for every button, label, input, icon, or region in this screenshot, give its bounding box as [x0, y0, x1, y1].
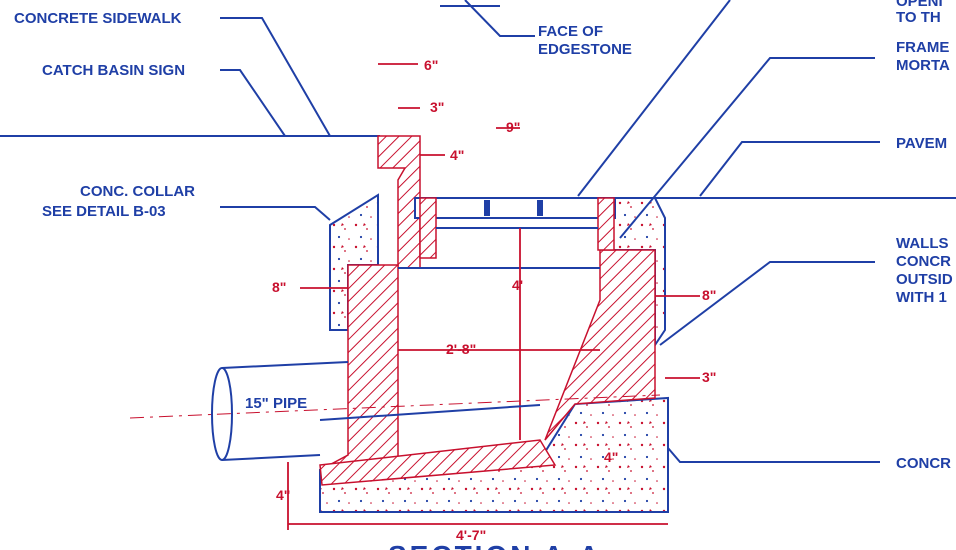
- dim-4ft: 4': [512, 277, 523, 293]
- right-wall: [544, 249, 656, 441]
- label-catch-basin-sign: CATCH BASIN SIGN: [42, 62, 185, 79]
- label-concrete-right: CONCR: [896, 455, 951, 472]
- frame-right: [597, 197, 615, 251]
- label-opening-2: TO TH: [896, 9, 941, 26]
- dim-8in-left: 8": [272, 279, 286, 295]
- dim-3in-right: 3": [702, 369, 716, 385]
- dim-4in: 4": [450, 147, 464, 163]
- dim-8in-right: 8": [702, 287, 716, 303]
- label-pipe: 15" PIPE: [245, 395, 307, 412]
- leader-concrete-sidewalk: [220, 17, 331, 137]
- label-walls-1: WALLS: [896, 235, 949, 252]
- dim-4in-left-bottom: 4": [276, 487, 290, 503]
- label-opening-1: OPENI: [896, 0, 943, 10]
- leader-concrete-base: [667, 447, 880, 463]
- label-edgestone: EDGESTONE: [538, 41, 632, 58]
- label-pavement: PAVEM: [896, 135, 947, 152]
- section-title: SECTION A-A: [388, 540, 602, 550]
- dim-6in: 6": [424, 57, 438, 73]
- curb-wall: [377, 135, 421, 269]
- leader-face-of-edgestone: [464, 0, 535, 37]
- floor-slab: [319, 439, 557, 486]
- grate-bar: [484, 200, 490, 216]
- leader-walls: [659, 261, 875, 346]
- dim-3in-top: 3": [430, 99, 444, 115]
- leader-frame: [619, 57, 875, 239]
- leader-opening: [577, 0, 731, 197]
- dim-2ft8: 2'-8": [446, 341, 476, 357]
- grate: [414, 197, 616, 219]
- label-walls-2: CONCR: [896, 253, 951, 270]
- dim-4ft7: 4'-7": [456, 527, 486, 543]
- label-walls-4: WITH 1: [896, 289, 947, 306]
- label-walls-3: OUTSID: [896, 271, 953, 288]
- label-face-of: FACE OF: [538, 23, 603, 40]
- leader-pavement: [699, 141, 880, 197]
- leader-catch-basin-sign: [220, 69, 286, 137]
- grate-bar: [537, 200, 543, 216]
- inlet-pipe: [129, 361, 661, 461]
- label-see-detail: SEE DETAIL B-03: [42, 203, 166, 220]
- label-concrete-sidewalk: CONCRETE SIDEWALK: [14, 10, 182, 27]
- dim-4in-right-bottom: 4": [604, 449, 618, 465]
- label-frame-2: MORTA: [896, 57, 950, 74]
- leader-conc-collar: [220, 206, 331, 221]
- label-frame-1: FRAME: [896, 39, 949, 56]
- label-conc-collar: CONC. COLLAR: [80, 183, 195, 200]
- frame-left: [419, 197, 437, 259]
- dim-9in: 9": [506, 119, 520, 135]
